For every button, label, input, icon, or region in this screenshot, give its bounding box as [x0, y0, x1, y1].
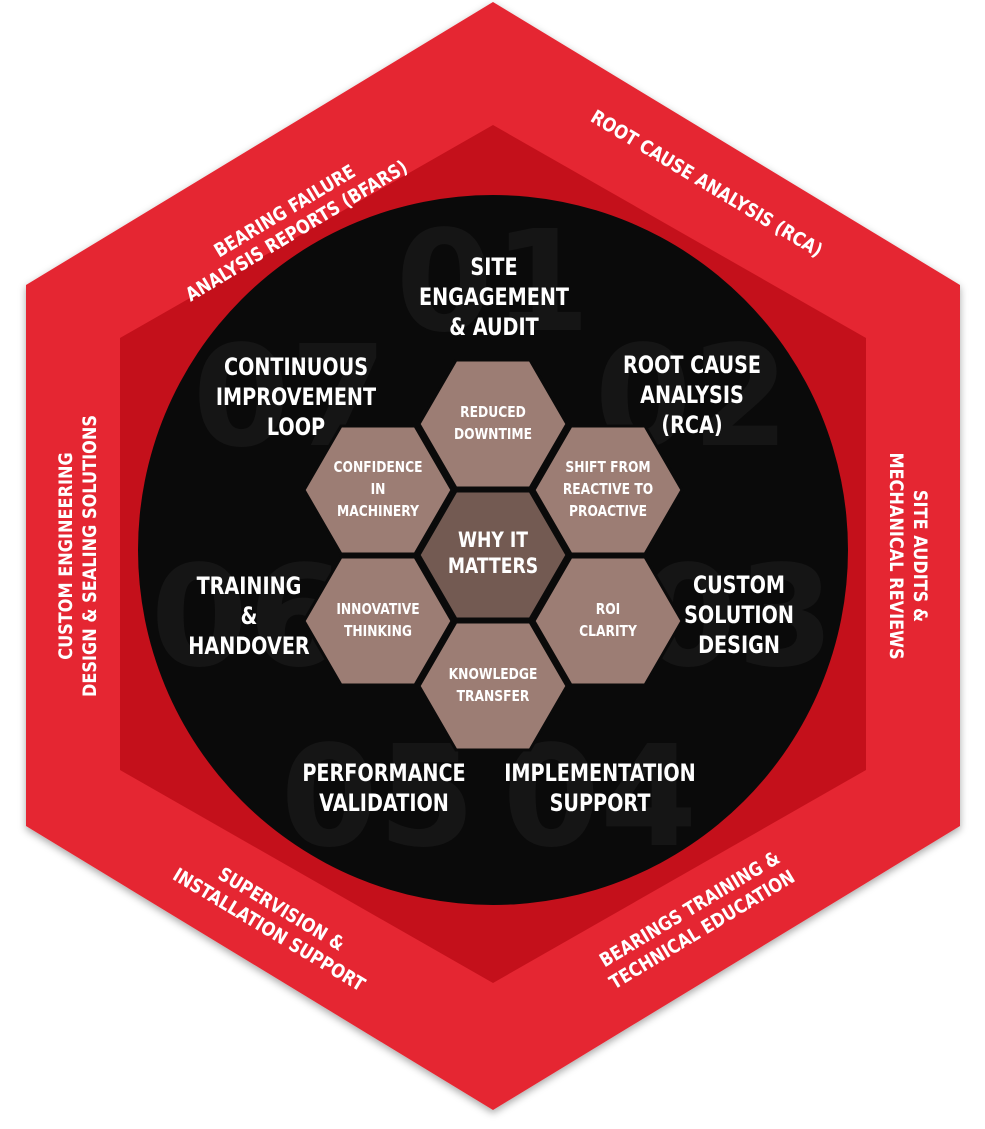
svg-text:&: & [241, 603, 258, 631]
svg-text:CLARITY: CLARITY [579, 623, 638, 640]
svg-text:SITE AUDITS &: SITE AUDITS & [909, 490, 931, 622]
step-number-05: 05 [281, 716, 476, 879]
benefit-roi-clarity: ROI CLARITY [532, 555, 684, 687]
svg-text:KNOWLEDGE: KNOWLEDGE [449, 666, 538, 683]
step-label-site-engagement: SITE ENGAGEMENT & AUDIT [419, 254, 569, 342]
svg-text:SUPPORT: SUPPORT [550, 790, 651, 818]
svg-text:REDUCED: REDUCED [460, 404, 526, 421]
svg-text:MACHINERY: MACHINERY [337, 503, 420, 520]
svg-text:ROOT CAUSE: ROOT CAUSE [623, 352, 761, 380]
benefit-shift-reactive-proactive: SHIFT FROM REACTIVE TO PROACTIVE [532, 424, 684, 556]
benefits-honeycomb: REDUCED DOWNTIME SHIFT FROM REACTIVE TO … [302, 358, 684, 752]
svg-text:MATTERS: MATTERS [448, 553, 538, 578]
step-number-01: 01 [396, 201, 591, 364]
svg-text:SHIFT FROM: SHIFT FROM [565, 459, 650, 476]
step-label-root-cause-analysis: ROOT CAUSE ANALYSIS (RCA) [623, 352, 761, 440]
svg-text:MECHANICAL REVIEWS: MECHANICAL REVIEWS [885, 452, 907, 659]
svg-text:DESIGN & SEALING SOLUTIONS: DESIGN & SEALING SOLUTIONS [80, 415, 102, 697]
svg-text:CUSTOM: CUSTOM [693, 572, 785, 600]
step-label-performance-validation: PERFORMANCE VALIDATION [302, 760, 465, 818]
svg-text:HANDOVER: HANDOVER [188, 633, 310, 661]
svg-text:PROACTIVE: PROACTIVE [569, 503, 647, 520]
benefit-knowledge-transfer: KNOWLEDGE TRANSFER [417, 620, 569, 752]
step-label-continuous-improvement: CONTINUOUS IMPROVEMENT LOOP [216, 354, 376, 442]
svg-text:INNOVATIVE: INNOVATIVE [336, 601, 419, 618]
svg-text:SOLUTION: SOLUTION [684, 602, 794, 630]
step-label-custom-solution: CUSTOM SOLUTION DESIGN [684, 572, 794, 660]
center-why-it-matters: WHY IT MATTERS [417, 489, 569, 621]
svg-text:WHY IT: WHY IT [458, 527, 528, 552]
svg-text:ROI: ROI [596, 601, 620, 618]
svg-text:ANALYSIS: ANALYSIS [640, 382, 744, 410]
svg-text:SITE: SITE [470, 254, 517, 282]
svg-text:IMPLEMENTATION: IMPLEMENTATION [504, 760, 695, 788]
outer-label-right: SITE AUDITS & MECHANICAL REVIEWS [885, 452, 931, 659]
svg-text:IN: IN [371, 481, 386, 498]
svg-text:CONFIDENCE: CONFIDENCE [333, 459, 422, 476]
svg-text:& AUDIT: & AUDIT [449, 314, 539, 342]
svg-text:REACTIVE TO: REACTIVE TO [563, 481, 653, 498]
benefit-innovative-thinking: INNOVATIVE THINKING [302, 555, 454, 687]
svg-text:PERFORMANCE: PERFORMANCE [302, 760, 465, 788]
svg-text:TRANSFER: TRANSFER [457, 688, 530, 705]
background-step-numbers: 01 02 03 04 05 06 07 [151, 201, 835, 879]
benefit-confidence-machinery: CONFIDENCE IN MACHINERY [302, 424, 454, 556]
svg-text:(RCA): (RCA) [661, 412, 722, 440]
svg-text:CUSTOM ENGINEERING: CUSTOM ENGINEERING [56, 452, 78, 660]
outer-label-left: CUSTOM ENGINEERING DESIGN & SEALING SOLU… [56, 415, 102, 697]
svg-text:DOWNTIME: DOWNTIME [454, 426, 532, 443]
step-label-implementation-support: IMPLEMENTATION SUPPORT [504, 760, 695, 818]
svg-text:TRAINING: TRAINING [197, 573, 302, 601]
svg-text:LOOP: LOOP [267, 414, 325, 442]
svg-text:VALIDATION: VALIDATION [319, 790, 449, 818]
svg-text:THINKING: THINKING [344, 623, 412, 640]
svg-text:CONTINUOUS: CONTINUOUS [224, 354, 368, 382]
benefit-reduced-downtime: REDUCED DOWNTIME [417, 358, 569, 490]
svg-text:DESIGN: DESIGN [698, 632, 780, 660]
svg-text:IMPROVEMENT: IMPROVEMENT [216, 384, 376, 412]
svg-text:ENGAGEMENT: ENGAGEMENT [419, 284, 569, 312]
step-label-training-handover: TRAINING & HANDOVER [188, 573, 310, 661]
